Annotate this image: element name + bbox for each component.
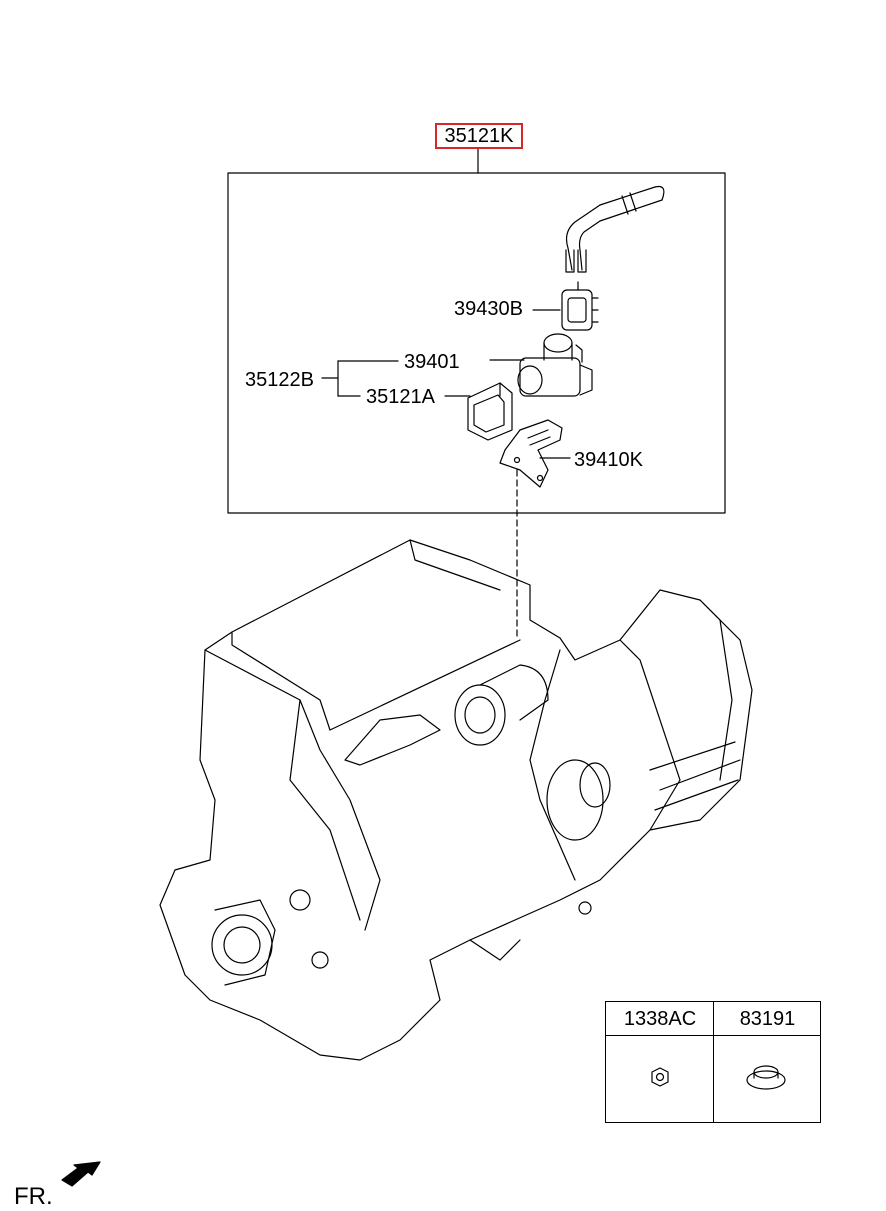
front-direction-label: FR. <box>14 1183 53 1210</box>
connector-39430B-illustration <box>532 281 599 331</box>
assembly-frame <box>227 172 726 514</box>
bracket-35121A-illustration <box>444 382 513 441</box>
front-arrow-icon <box>61 1161 101 1187</box>
label-35122B: 35122B <box>245 369 314 391</box>
parts-table: 1338AC 83191 <box>605 1001 821 1123</box>
leader-35122B <box>321 360 399 397</box>
label-39401: 39401 <box>404 351 460 373</box>
bracket-39410K-illustration <box>499 419 571 641</box>
label-39430B: 39430B <box>454 298 523 320</box>
table-header-1338AC: 1338AC <box>606 1002 714 1036</box>
label-35121A: 35121A <box>366 386 435 408</box>
solenoid-valve-39401-illustration <box>489 333 593 397</box>
vacuum-hose-illustration <box>565 185 665 273</box>
table-header-83191: 83191 <box>714 1002 821 1036</box>
table-divider <box>713 1002 714 1122</box>
main-code-label: 35121K <box>435 123 523 149</box>
label-39410K: 39410K <box>574 449 643 471</box>
table-icons <box>651 1065 786 1090</box>
engine-illustration <box>159 539 753 1061</box>
